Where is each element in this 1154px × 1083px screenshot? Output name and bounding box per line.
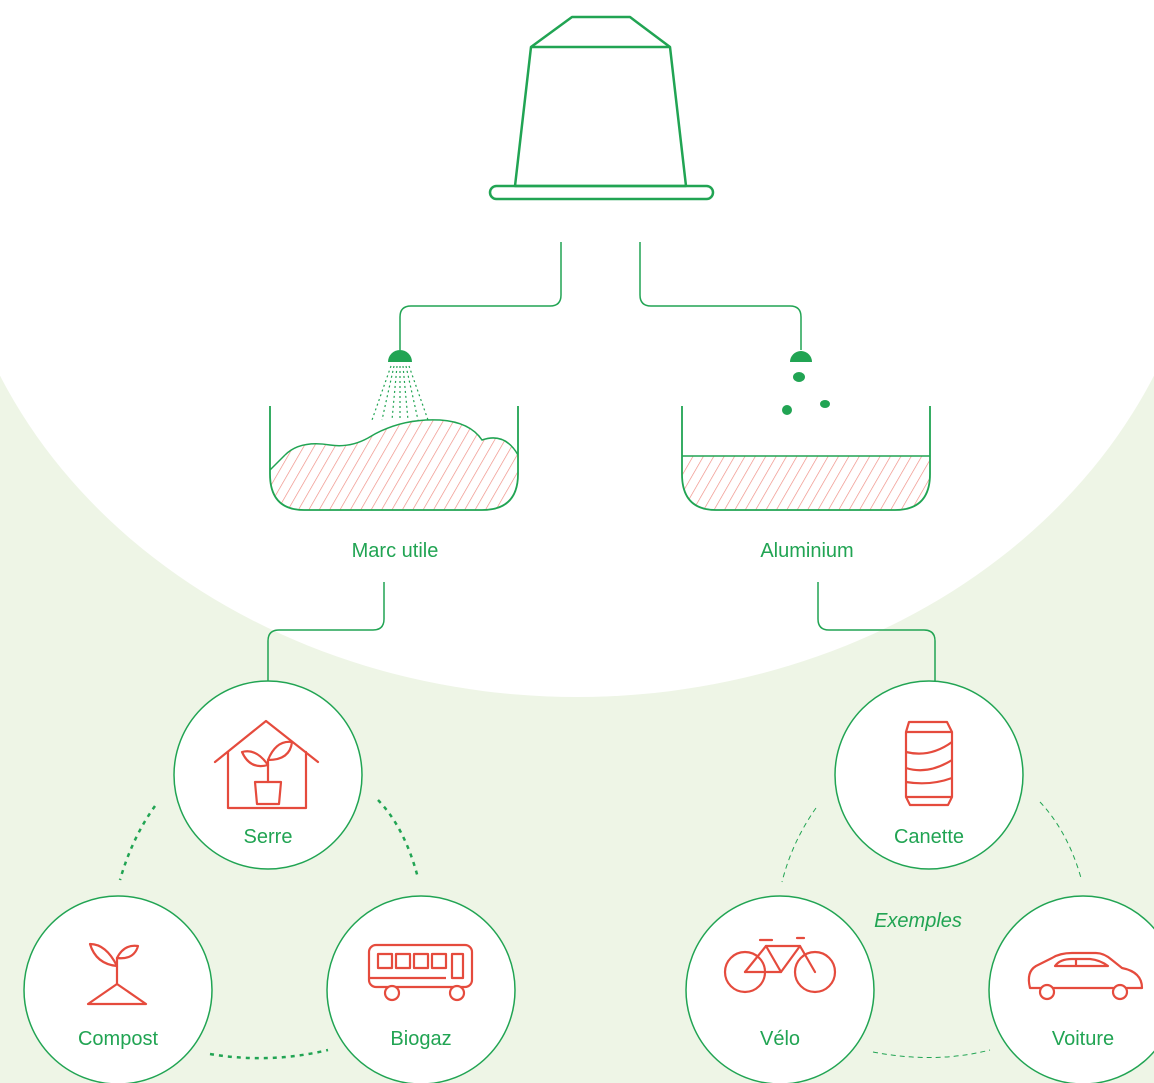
coffee-capsule [488,15,715,201]
aluminium-vat [681,406,931,511]
biogaz-circle [326,895,516,1083]
coffee-uses-cycle [118,799,420,1060]
serre-label: Serre [244,826,293,848]
aluminium-uses-cycle [781,801,1082,1059]
biogaz-label: Biogaz [390,1028,451,1050]
examples-label: Exemples [874,910,962,932]
coffee-grounds-vat [269,406,519,511]
aluminium-label: Aluminium [760,540,853,562]
voiture-label: Voiture [1052,1028,1114,1050]
spray-nozzle-icon [371,350,429,421]
white-dome [0,0,1154,697]
car-icon [1027,951,1144,1001]
voiture-circle [988,895,1154,1083]
canette-label: Canette [894,826,964,848]
bicycle-icon [723,936,837,994]
sprout-icon [86,942,148,1006]
velo-circle [685,895,875,1083]
velo-label: Vélo [760,1028,800,1050]
canette-circle [834,680,1024,870]
use-connectors [267,582,936,681]
capsule-connectors [399,242,802,350]
can-icon [904,720,954,807]
greenhouse-icon [213,719,320,810]
compost-circle [23,895,213,1083]
bus-icon [367,943,474,1002]
compost-label: Compost [78,1028,158,1050]
coffee-grounds-label: Marc utile [352,540,439,562]
pellet-nozzle-icon [782,351,830,415]
